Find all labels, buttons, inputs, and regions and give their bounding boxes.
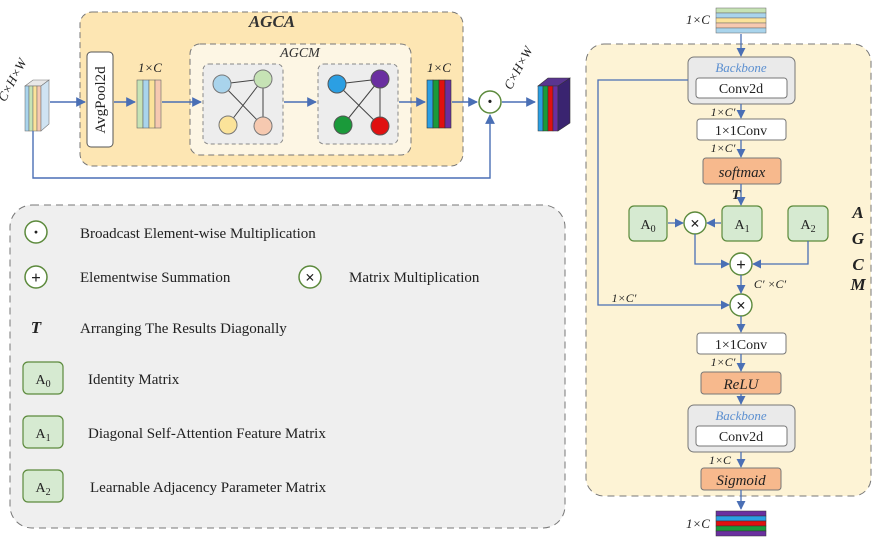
legend-text-broadcast: Broadcast Element-wise Multiplication bbox=[80, 226, 316, 242]
input-tensor: C×H×W bbox=[0, 55, 50, 132]
conv1x1-label-1: 1×1Conv bbox=[715, 124, 767, 139]
a1-box bbox=[721, 205, 763, 242]
dim-c-1: 1×C bbox=[709, 453, 732, 467]
conv2d-label-1: Conv2d bbox=[719, 82, 763, 97]
legend-item-diag: T Arranging The Results Diagonally bbox=[31, 318, 287, 337]
dim-c-prime-1: 1×C′ bbox=[711, 105, 736, 119]
legend-text-a1: Diagonal Self-Attention Feature Matrix bbox=[88, 426, 326, 442]
channel-vector-1 bbox=[136, 79, 162, 129]
agcm-side-title-m: M bbox=[849, 275, 866, 294]
backbone-label-2: Backbone bbox=[715, 408, 766, 423]
legend-item-matmul: × Matrix Multiplication bbox=[298, 265, 480, 289]
t-label: T bbox=[732, 188, 742, 203]
dim-square: C′ ×C′ bbox=[754, 277, 787, 291]
legend-text-a2: Learnable Adjacency Parameter Matrix bbox=[90, 480, 327, 496]
avgpool-label: AvgPool2d bbox=[93, 66, 109, 134]
agcm-side-title-a: A bbox=[851, 203, 863, 222]
agcm-arrows bbox=[597, 34, 809, 510]
vector-label-1: 1×C bbox=[138, 60, 162, 75]
legend-item-a2: A2 Learnable Adjacency Parameter Matrix bbox=[22, 469, 327, 503]
softmax-box bbox=[702, 157, 782, 185]
softmax-label: softmax bbox=[719, 165, 766, 181]
dim-c-prime-2: 1×C′ bbox=[711, 141, 736, 155]
graph-after bbox=[317, 63, 399, 145]
relu-label: ReLU bbox=[723, 377, 760, 393]
agcm-output-vector bbox=[715, 510, 767, 537]
output-dim-label: C×H×W bbox=[501, 43, 537, 92]
broadcast-symbol: · bbox=[487, 91, 494, 113]
agcm-output-label: 1×C bbox=[686, 516, 710, 531]
a0-box bbox=[628, 205, 668, 242]
output-tensor: C×H×W bbox=[501, 43, 571, 132]
plus-icon: + bbox=[736, 255, 746, 274]
legend-item-a1: A1 Diagonal Self-Attention Feature Matri… bbox=[22, 415, 326, 449]
sigmoid-label: Sigmoid bbox=[716, 473, 766, 489]
legend-item-summation: + Elementwise Summation bbox=[24, 265, 231, 289]
avgpool-box bbox=[86, 51, 114, 148]
conv2d-box-1 bbox=[695, 77, 788, 99]
legend-text-matmul: Matrix Multiplication bbox=[349, 270, 480, 286]
agcm-side-title-c: C bbox=[852, 255, 864, 274]
agcm-input-label: 1×C bbox=[686, 12, 710, 27]
legend-text-a0: Identity Matrix bbox=[88, 372, 180, 388]
skip-label: 1×C′ bbox=[612, 291, 637, 305]
legend-item-broadcast: · Broadcast Element-wise Multiplication bbox=[24, 220, 316, 244]
conv2d-label-2: Conv2d bbox=[719, 430, 763, 445]
vector-label-2: 1×C bbox=[427, 60, 451, 75]
agcm-module: A G C M 1×C Backbone Conv2d 1×C′ 1×1Conv… bbox=[585, 7, 872, 537]
agcm-inner-title: AGCM bbox=[279, 46, 321, 61]
broadcast-mult-op bbox=[478, 90, 502, 114]
legend-text-summation: Elementwise Summation bbox=[80, 270, 231, 286]
times-icon: × bbox=[305, 268, 315, 287]
legend-text-diag: Arranging The Results Diagonally bbox=[80, 321, 287, 337]
conv2d-box-2 bbox=[695, 425, 788, 447]
conv1x1-label-2: 1×1Conv bbox=[715, 338, 767, 353]
agcm-input-vector bbox=[715, 7, 767, 34]
agca-module: AGCA AvgPool2d 1×C AGCM bbox=[79, 11, 464, 167]
times-icon-2: × bbox=[736, 296, 746, 315]
broadcast-icon: · bbox=[33, 222, 39, 242]
agca-title: AGCA bbox=[248, 12, 295, 31]
t-symbol: T bbox=[31, 318, 42, 337]
graph-before bbox=[202, 63, 284, 145]
agca-arrows bbox=[32, 97, 536, 179]
legend-panel: · Broadcast Element-wise Multiplication … bbox=[9, 204, 566, 529]
dim-c-prime-3: 1×C′ bbox=[711, 355, 736, 369]
legend-item-a0: A0 Identity Matrix bbox=[22, 361, 180, 395]
plus-icon: + bbox=[31, 268, 41, 287]
channel-vector-2 bbox=[426, 79, 452, 129]
times-icon: × bbox=[690, 214, 700, 233]
backbone-label-1: Backbone bbox=[715, 60, 766, 75]
agcm-side-title-g: G bbox=[852, 229, 865, 248]
